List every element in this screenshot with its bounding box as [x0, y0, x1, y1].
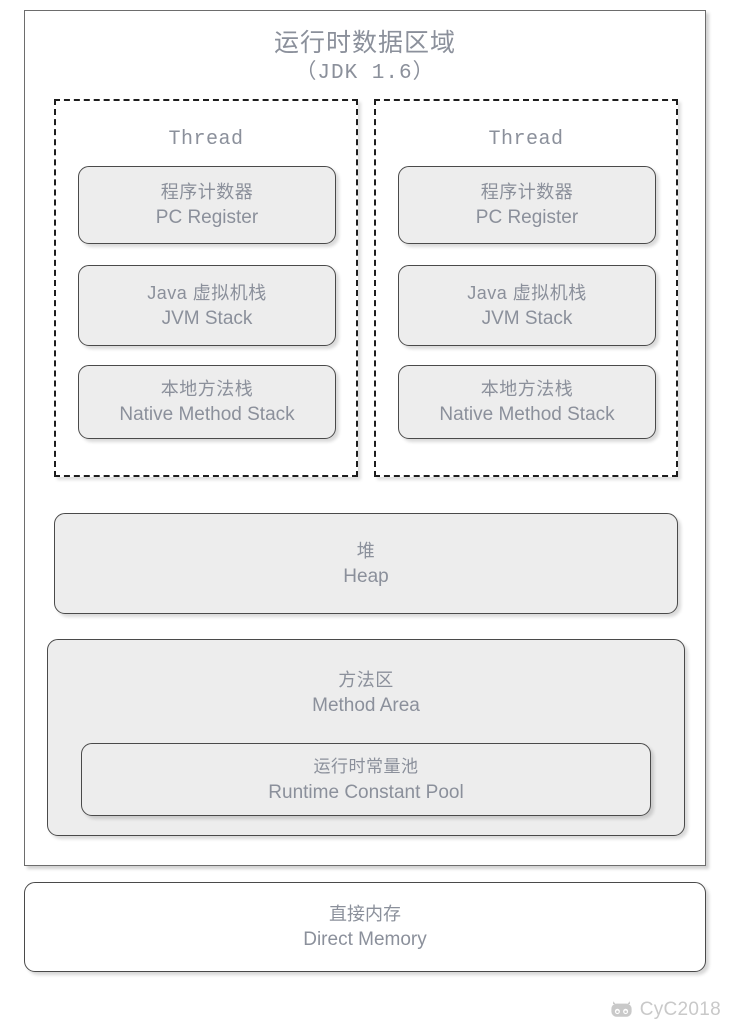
heap-box: 堆 Heap: [54, 513, 678, 614]
thread-box-1: Thread 程序计数器 PC Register Java 虚拟机栈 JVM S…: [54, 99, 358, 477]
title-version: （JDK 1.6）: [295, 62, 435, 85]
method-area-label-en: Method Area: [312, 695, 420, 716]
runtime-constant-pool-box: 运行时常量池 Runtime Constant Pool: [81, 743, 651, 816]
direct-memory-label-en: Direct Memory: [303, 929, 427, 950]
method-area-label-cn: 方法区: [338, 670, 394, 690]
watermark-text: CyC2018: [639, 999, 721, 1020]
direct-memory-label-cn: 直接内存: [329, 904, 401, 924]
heap-label-cn: 堆: [356, 540, 376, 561]
octocat-icon: [610, 1000, 633, 1020]
heap-label-en: Heap: [343, 565, 389, 587]
jvm-stack-label-cn: Java 虚拟机栈: [147, 282, 267, 303]
native-method-stack-label-cn: 本地方法栈: [480, 379, 574, 399]
page-title: 运行时数据区域 （JDK 1.6）: [25, 27, 705, 89]
native-method-stack-box: 本地方法栈 Native Method Stack: [78, 365, 336, 439]
jvm-stack-label-cn: Java 虚拟机栈: [467, 282, 587, 303]
jvm-stack-box: Java 虚拟机栈 JVM Stack: [398, 265, 656, 346]
runtime-data-area-frame: 运行时数据区域 （JDK 1.6） Thread 程序计数器 PC Regist…: [24, 10, 706, 866]
runtime-constant-pool-label-cn: 运行时常量池: [313, 756, 419, 776]
method-area-box: 方法区 Method Area 运行时常量池 Runtime Constant …: [47, 639, 685, 836]
pc-register-box: 程序计数器 PC Register: [398, 166, 656, 244]
jvm-stack-label-en: JVM Stack: [481, 307, 573, 329]
watermark: CyC2018: [610, 999, 721, 1021]
runtime-constant-pool-label-en: Runtime Constant Pool: [268, 781, 464, 803]
native-method-stack-label-en: Native Method Stack: [439, 404, 615, 425]
pc-register-box: 程序计数器 PC Register: [78, 166, 336, 244]
native-method-stack-label-cn: 本地方法栈: [160, 379, 254, 399]
native-method-stack-box: 本地方法栈 Native Method Stack: [398, 365, 656, 439]
native-method-stack-label-en: Native Method Stack: [119, 404, 295, 425]
direct-memory-box: 直接内存 Direct Memory: [24, 882, 706, 972]
pc-register-label-en: PC Register: [155, 207, 259, 228]
pc-register-label-cn: 程序计数器: [160, 182, 254, 202]
thread-box-2: Thread 程序计数器 PC Register Java 虚拟机栈 JVM S…: [374, 99, 678, 477]
thread-label: Thread: [488, 128, 564, 151]
threads-row: Thread 程序计数器 PC Register Java 虚拟机栈 JVM S…: [54, 99, 678, 477]
pc-register-label-cn: 程序计数器: [480, 182, 574, 202]
thread-label: Thread: [168, 128, 244, 151]
title-chinese: 运行时数据区域: [273, 29, 456, 57]
jvm-stack-label-en: JVM Stack: [161, 307, 253, 329]
pc-register-label-en: PC Register: [475, 207, 579, 228]
jvm-stack-box: Java 虚拟机栈 JVM Stack: [78, 265, 336, 346]
